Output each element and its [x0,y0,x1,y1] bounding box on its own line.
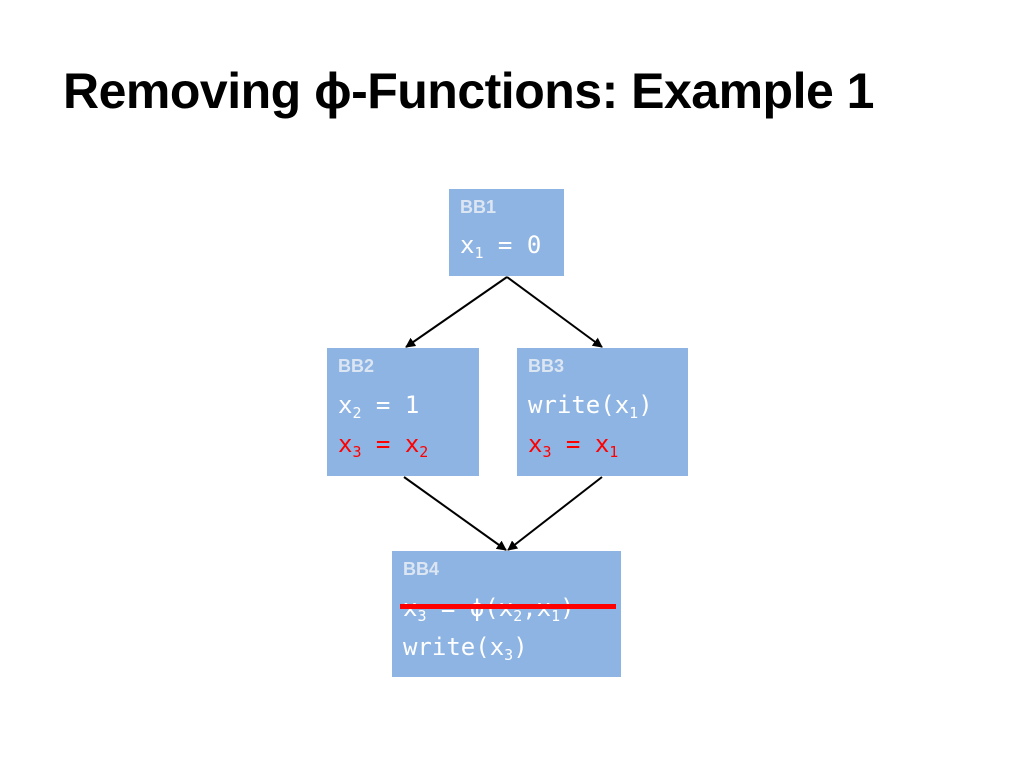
subscript: 1 [551,607,561,625]
subscript: 3 [542,443,552,461]
bb4-code-line-2: write(x3) [403,635,528,663]
subscript: 3 [504,646,514,664]
expr: ) [638,391,653,419]
edge-bb1-bb2 [405,276,508,348]
subscript: 2 [419,443,429,461]
bb4-code-line-1-removed-phi: x3 = ϕ(x2,x1) [403,596,575,624]
strikethrough-line [400,604,616,609]
basic-block-bb3: BB3 write(x1) x3 = x1 [517,348,688,476]
expr: = 0 [483,231,542,259]
subscript: 1 [474,244,484,262]
var: x [338,391,353,419]
edge-bb1-bb3 [506,276,603,348]
basic-block-bb2: BB2 x2 = 1 x3 = x2 [327,348,479,476]
subscript: 1 [629,404,639,422]
bb3-label: BB3 [528,356,565,376]
bb2-code-line-1: x2 = 1 [338,393,419,421]
basic-block-bb1: BB1 x1 = 0 [449,189,564,276]
var: x [338,430,353,458]
bb4-label: BB4 [403,559,440,579]
expr: write(x [403,633,505,661]
subscript: 2 [513,607,523,625]
subscript: 2 [352,404,362,422]
subscript: 3 [352,443,362,461]
subscript: 3 [417,607,427,625]
expr: = 1 [361,391,420,419]
basic-block-bb4: BB4 x3 = ϕ(x2,x1) write(x3) [392,551,621,677]
edge-bb3-bb4 [507,476,603,551]
slide-title: Removing ϕ-Functions: Example 1 [63,63,875,119]
expr: ) [513,633,528,661]
edge-bb2-bb4 [403,476,507,551]
subscript: 1 [609,443,619,461]
bb3-code-line-2: x3 = x1 [528,432,618,460]
bb1-code-line-1: x1 = 0 [460,233,541,261]
expr: = x [551,430,610,458]
bb3-code-line-1: write(x1) [528,393,653,421]
bb2-code-line-2: x3 = x2 [338,432,428,460]
var: x [460,231,475,259]
expr: = x [361,430,420,458]
bb2-label: BB2 [338,356,375,376]
bb1-label: BB1 [460,197,497,217]
var: x [528,430,543,458]
expr: write(x [528,391,630,419]
